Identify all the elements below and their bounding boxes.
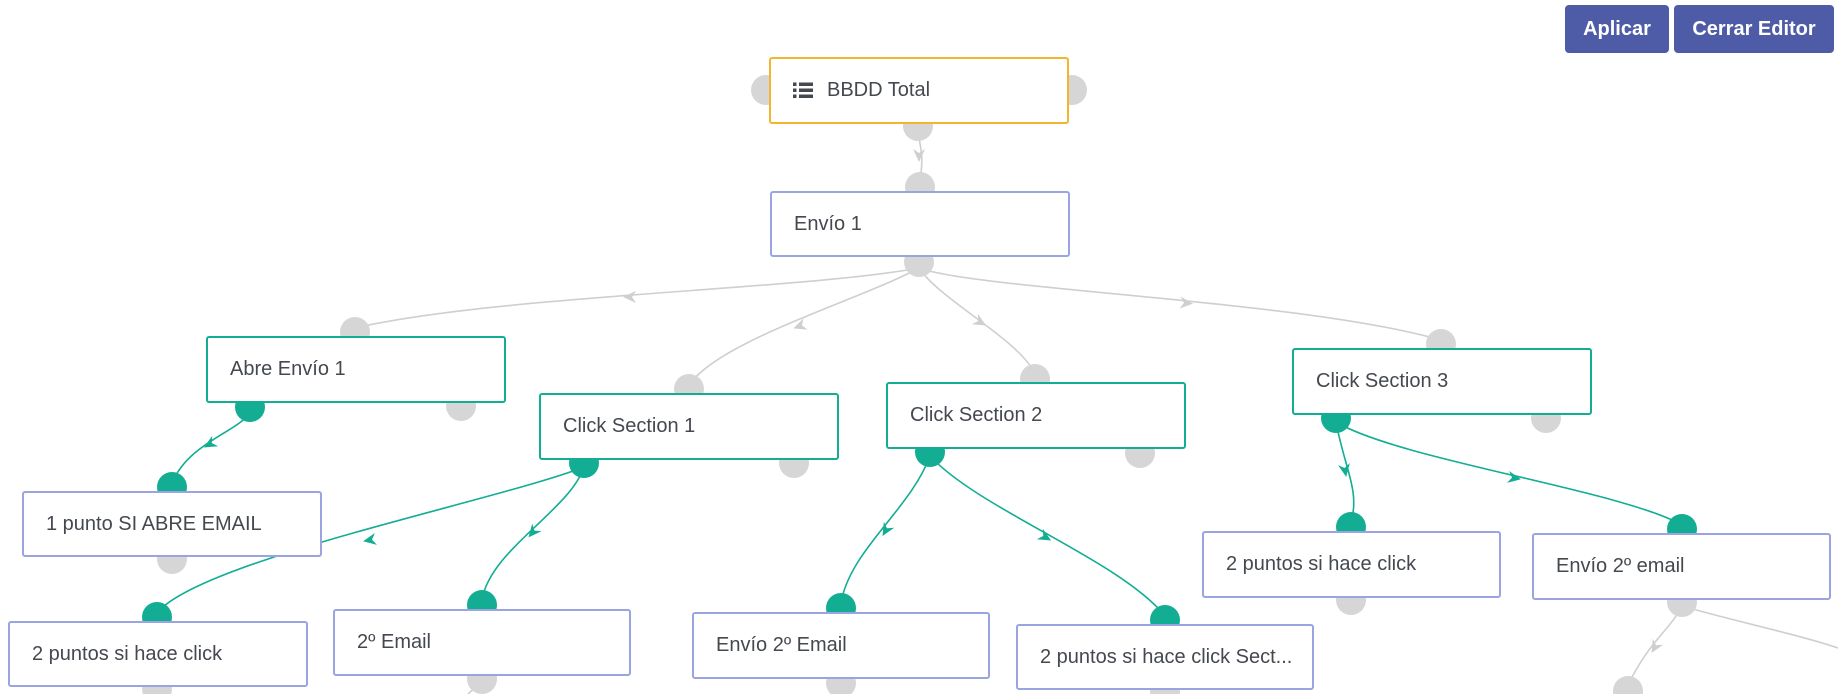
- apply-button[interactable]: Aplicar: [1565, 5, 1669, 53]
- node-label: 1 punto SI ABRE EMAIL: [46, 512, 262, 535]
- edge-envio1-abre[interactable]: [354, 267, 920, 329]
- arrow-icon: [203, 435, 219, 448]
- node-puntos-click-3[interactable]: 2 puntos si hace click: [1202, 531, 1501, 598]
- list-icon: [793, 82, 813, 98]
- node-click-section-3[interactable]: Click Section 3: [1292, 348, 1592, 415]
- arrow-icon: [882, 521, 895, 537]
- node-label: 2 puntos si hace click: [1226, 553, 1417, 575]
- arrow-icon: [1651, 638, 1664, 654]
- arrow-icon: [913, 149, 925, 162]
- node-bbdd-total[interactable]: BBDD Total: [769, 57, 1069, 124]
- node-label: Abre Envío 1: [230, 358, 346, 380]
- connection-port[interactable]: [1613, 676, 1643, 694]
- node-envio-2-email-b[interactable]: Envío 2º email: [1532, 533, 1831, 600]
- arrow-icon: [1507, 471, 1521, 483]
- arrow-icon: [528, 523, 542, 538]
- node-click-section-1[interactable]: Click Section 1: [539, 393, 839, 460]
- node-label: Envío 2º Email: [716, 634, 847, 656]
- close-editor-button[interactable]: Cerrar Editor: [1674, 5, 1834, 53]
- edge-cs2-envio2[interactable]: [840, 455, 931, 604]
- node-label: BBDD Total: [827, 79, 931, 101]
- node-abre-envio-1[interactable]: Abre Envío 1: [206, 336, 506, 403]
- edge-envio2b-right[interactable]: [1681, 605, 1838, 649]
- node-label: Click Section 3: [1316, 370, 1449, 392]
- arrow-icon: [1179, 296, 1193, 309]
- edge-cs2-puntos[interactable]: [929, 455, 1166, 617]
- node-label: Envío 2º email: [1556, 555, 1685, 577]
- node-label: 2 puntos si hace click Sect...: [1040, 645, 1293, 668]
- edge-cs1-puntos[interactable]: [156, 466, 585, 614]
- node-label: 2º Email: [357, 631, 431, 653]
- node-label: Click Section 2: [910, 404, 1043, 426]
- node-label: Click Section 1: [563, 415, 696, 437]
- edge-envio1-cs1[interactable]: [688, 267, 920, 386]
- node-click-section-2[interactable]: Click Section 2: [886, 382, 1186, 449]
- node-label: 2 puntos si hace click: [32, 642, 223, 665]
- arrow-icon: [623, 291, 636, 303]
- arrow-icon: [1338, 463, 1350, 477]
- node-puntos-click-1[interactable]: 2 puntos si hace click: [8, 621, 308, 687]
- arrow-icon: [971, 313, 987, 326]
- node-envio-2-email-a[interactable]: Envío 2º Email: [692, 612, 990, 679]
- edge-cs3-envio2[interactable]: [1335, 421, 1683, 526]
- node-puntos-click-section[interactable]: 2 puntos si hace click Sect...: [1016, 624, 1314, 690]
- node-label: Envío 1: [794, 212, 862, 235]
- node-envio-1[interactable]: Envío 1: [770, 191, 1070, 257]
- node-segundo-email[interactable]: 2º Email: [333, 609, 631, 676]
- node-punto-abre-email[interactable]: 1 punto SI ABRE EMAIL: [22, 491, 322, 557]
- edge-envio1-cs3[interactable]: [918, 267, 1442, 341]
- arrow-icon: [363, 533, 377, 545]
- arrow-icon: [793, 318, 808, 330]
- arrow-icon: [1036, 528, 1052, 541]
